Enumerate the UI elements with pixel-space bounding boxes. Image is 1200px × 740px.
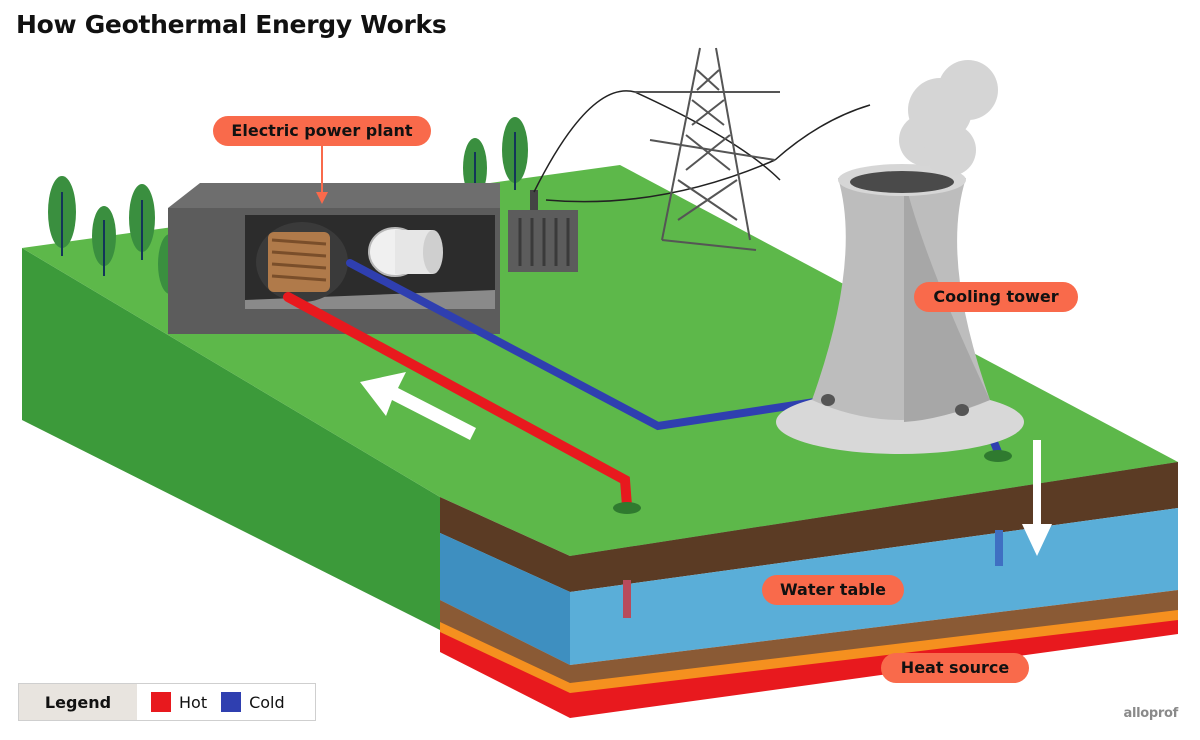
soil-bottom-layer [440, 590, 1178, 690]
label-pointer [316, 146, 328, 204]
hot-pipe-hole [613, 502, 641, 514]
legend-title: Legend [19, 684, 137, 720]
cold-pipe-hole [984, 450, 1012, 462]
tree-icon [129, 184, 155, 260]
soil-top-layer [440, 462, 1178, 592]
legend-item-label: Cold [249, 692, 285, 712]
cold-pipe-underground [995, 530, 1003, 566]
heat-layer [440, 620, 1178, 718]
cooling-tower [776, 164, 1024, 454]
hot-pipe-underground [623, 580, 631, 618]
legend-item-cold: Cold [221, 684, 285, 720]
page-title: How Geothermal Energy Works [16, 10, 447, 39]
legend: Legend Hot Cold [18, 683, 316, 721]
legend-item-hot: Hot [151, 684, 207, 720]
ground-left-side [22, 248, 440, 630]
tree-icon [92, 206, 116, 276]
label-cooling-tower: Cooling tower [914, 282, 1078, 312]
hot-swatch [151, 692, 171, 712]
label-heat-source: Heat source [881, 653, 1029, 683]
transformer-icon [508, 190, 578, 272]
power-lines [533, 90, 871, 203]
tree-icon [502, 117, 528, 190]
flow-arrow-icon [1022, 440, 1052, 556]
label-power-plant: Electric power plant [213, 116, 431, 146]
flow-arrow-icon [360, 372, 476, 440]
generator-icon [368, 227, 443, 277]
cold-swatch [221, 692, 242, 712]
steam-icon [899, 60, 998, 176]
turbine-icon [256, 222, 348, 302]
brand-logo: alloprof [1123, 706, 1178, 721]
pylon-icon [635, 47, 780, 251]
legend-item-label: Hot [179, 692, 208, 712]
hot-pipe [283, 292, 632, 511]
power-plant [168, 183, 500, 334]
tree-icon [48, 176, 76, 256]
heat-glow [440, 610, 1178, 700]
water-front-shade [440, 533, 570, 665]
label-water-table: Water table [762, 575, 904, 605]
